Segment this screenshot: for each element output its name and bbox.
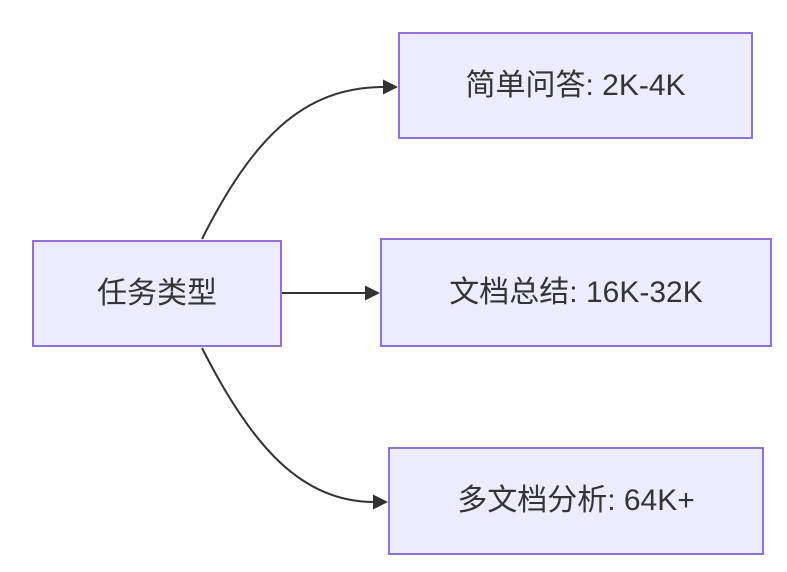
node-task-type: 任务类型 bbox=[32, 240, 282, 347]
node-multi-doc-analysis: 多文档分析: 64K+ bbox=[388, 447, 764, 555]
node-task-type-label: 任务类型 bbox=[97, 276, 217, 310]
arrowhead-multi-doc-icon bbox=[373, 494, 388, 510]
node-multi-doc-analysis-label: 多文档分析: 64K+ bbox=[457, 484, 695, 517]
arrowhead-simple-qa-icon bbox=[383, 79, 398, 95]
arrowhead-doc-summary-icon bbox=[365, 285, 380, 301]
node-simple-qa: 简单问答: 2K-4K bbox=[398, 32, 753, 139]
edge-root-to-simple-qa bbox=[201, 86, 385, 240]
edge-root-to-multi-doc bbox=[201, 347, 375, 503]
node-simple-qa-label: 简单问答: 2K-4K bbox=[465, 68, 686, 102]
node-doc-summary: 文档总结: 16K-32K bbox=[380, 238, 772, 347]
node-doc-summary-label: 文档总结: 16K-32K bbox=[449, 275, 703, 309]
